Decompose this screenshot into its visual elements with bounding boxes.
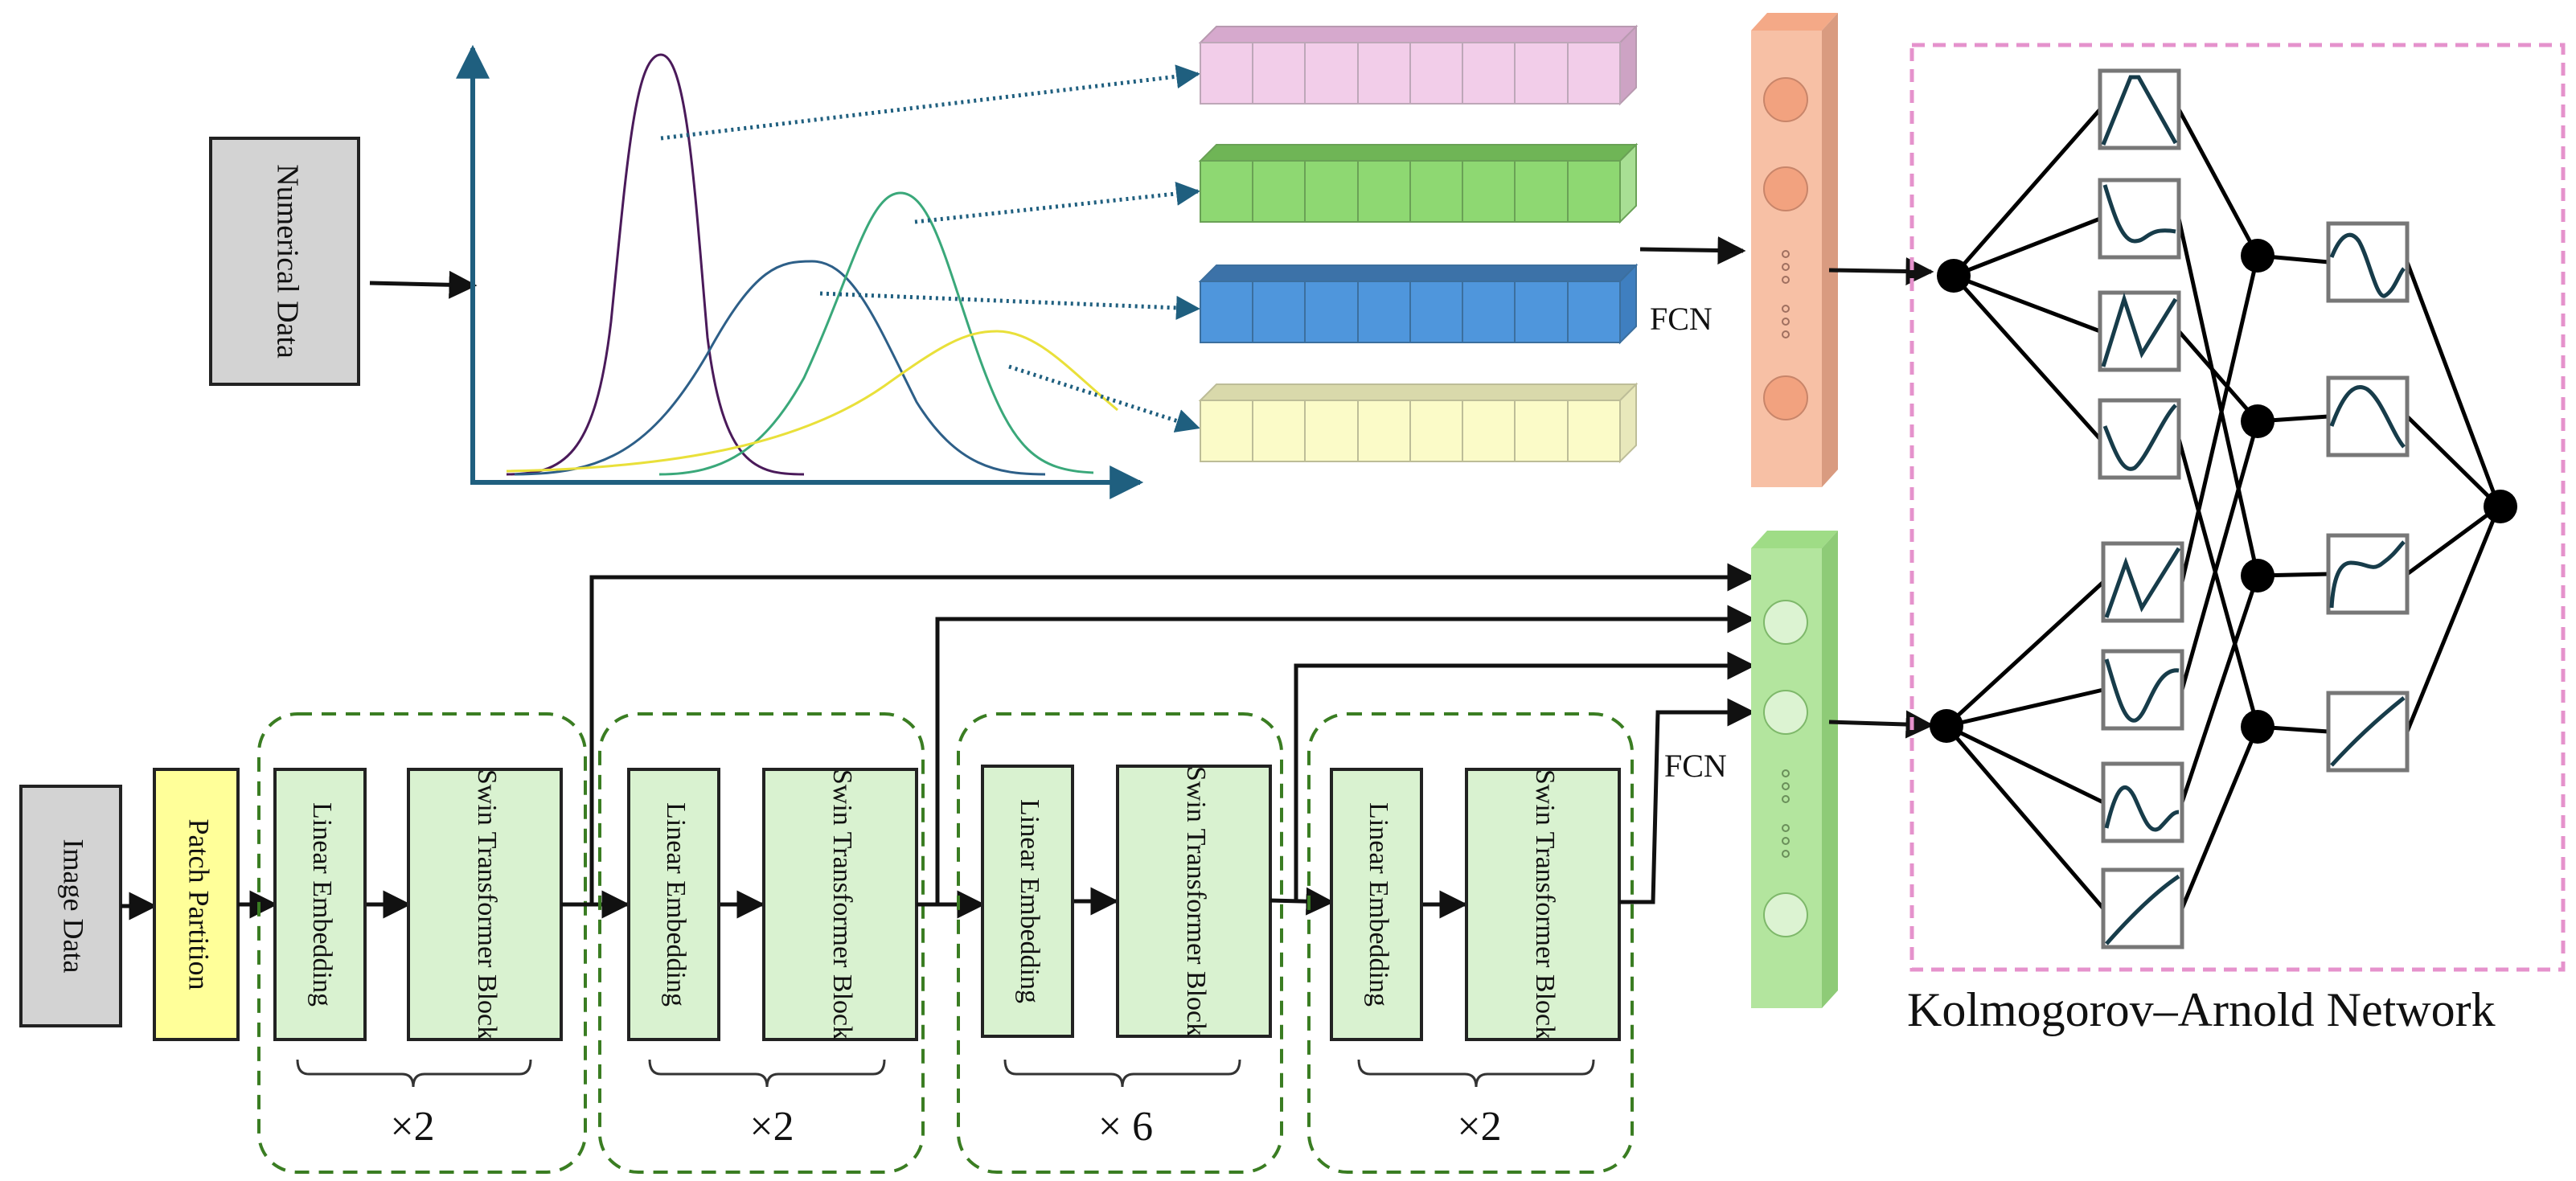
kan-output-node: [2484, 490, 2517, 523]
kan-activation-box: [2098, 398, 2181, 480]
map-pink: [660, 64, 1200, 141]
kan-hidden-node-1: [2241, 239, 2275, 273]
curve-yellow: [506, 330, 1118, 473]
stage2-repeat-label: ×2: [749, 1104, 794, 1150]
map-green: [914, 181, 1200, 224]
kan-activation-box: [2098, 290, 2181, 372]
numerical-data-label: Numerical Data: [270, 164, 304, 359]
fcn-image-column: [1751, 531, 1838, 1008]
stage3-to-stage4-arrow: [1270, 887, 1335, 916]
vectors-to-fcn-arrow: [1639, 236, 1746, 265]
stage3-transformer-label: Swin Transformer Block: [1181, 766, 1211, 1036]
skip-stage3-to-fcn: [1294, 651, 1756, 900]
kan-network: Kolmogorov–Arnold Network: [1907, 43, 2566, 1036]
vector-green: [1198, 142, 1639, 224]
curve-green: [658, 191, 1094, 476]
kan-activation-box: [2326, 221, 2410, 303]
kan-hidden-node-3: [2241, 559, 2275, 593]
kan-activation-box: [2326, 533, 2410, 615]
stage2-embedding-label: Linear Embedding: [661, 802, 691, 1007]
stage4-repeat-label: ×2: [1457, 1104, 1501, 1150]
kan-border: [1909, 43, 2566, 972]
numerical-data-box: Numerical Data: [209, 137, 360, 386]
kan-hidden-node-4: [2241, 710, 2275, 744]
map-blue: [819, 291, 1200, 320]
vector-pink: [1198, 24, 1639, 106]
kan-activation-box: [2098, 178, 2181, 260]
vector-blue: [1198, 263, 1639, 345]
fcn-numerical-to-kan-arrow: [1828, 257, 1934, 286]
kan-activation-box: [2101, 541, 2184, 623]
swin-stage-2: Linear Embedding Swin Transformer Block …: [598, 712, 925, 1174]
stage1-transformer-label: Swin Transformer Block: [472, 769, 502, 1040]
stage1-repeat-label: ×2: [390, 1104, 434, 1150]
patch-partition-label: Patch Partition: [183, 819, 215, 990]
kan-input-node-2: [1930, 709, 1963, 743]
stage2-transformer-label: Swin Transformer Block: [827, 769, 857, 1040]
stage3-embedding-label: Linear Embedding: [1015, 799, 1044, 1003]
kan-activation-box: [2101, 649, 2184, 731]
stage4-to-fcn-arrow: [1619, 698, 1756, 904]
kan-activation-box: [2101, 867, 2184, 949]
kan-activation-box: [2326, 375, 2410, 457]
kan-activation-box: [2326, 691, 2410, 773]
skip-stage1-to-fcn: [589, 563, 1756, 904]
map-yellow: [1008, 364, 1200, 433]
stage3-repeat-label: × 6: [1098, 1104, 1153, 1150]
kan-hidden-node-2: [2241, 404, 2275, 438]
vector-yellow: [1198, 382, 1639, 464]
kan-title: Kolmogorov–Arnold Network: [1907, 983, 2496, 1036]
fcn-numerical-label: FCN: [1650, 301, 1713, 337]
fcn-numerical-column: [1751, 13, 1838, 487]
kan-input-node-1: [1937, 259, 1971, 293]
kan-activation-box: [2098, 68, 2181, 150]
image-data-box: Image Data: [19, 785, 122, 1027]
fcn-image-label: FCN: [1664, 748, 1727, 784]
swin-stage-1: Linear Embedding Swin Transformer Block …: [257, 712, 587, 1174]
kan-activation-box: [2101, 761, 2184, 843]
stage4-transformer-label: Swin Transformer Block: [1530, 769, 1560, 1040]
patch-partition-box: Patch Partition: [153, 768, 240, 1041]
curve-purple: [506, 53, 805, 476]
numerical-to-plot-arrow: [369, 270, 478, 299]
stage4-embedding-label: Linear Embedding: [1364, 802, 1393, 1007]
swin-stage-4: Linear Embedding Swin Transformer Block …: [1307, 712, 1634, 1174]
skip-stage2-to-fcn: [935, 605, 1756, 904]
fcn-image-to-kan-arrow: [1828, 710, 1934, 739]
curve-blue: [514, 260, 1046, 476]
image-data-label: Image Data: [58, 839, 90, 974]
stage1-embedding-label: Linear Embedding: [307, 802, 337, 1007]
swin-stage-3: Linear Embedding Swin Transformer Block …: [957, 712, 1283, 1174]
distribution-plot: [456, 44, 1200, 499]
